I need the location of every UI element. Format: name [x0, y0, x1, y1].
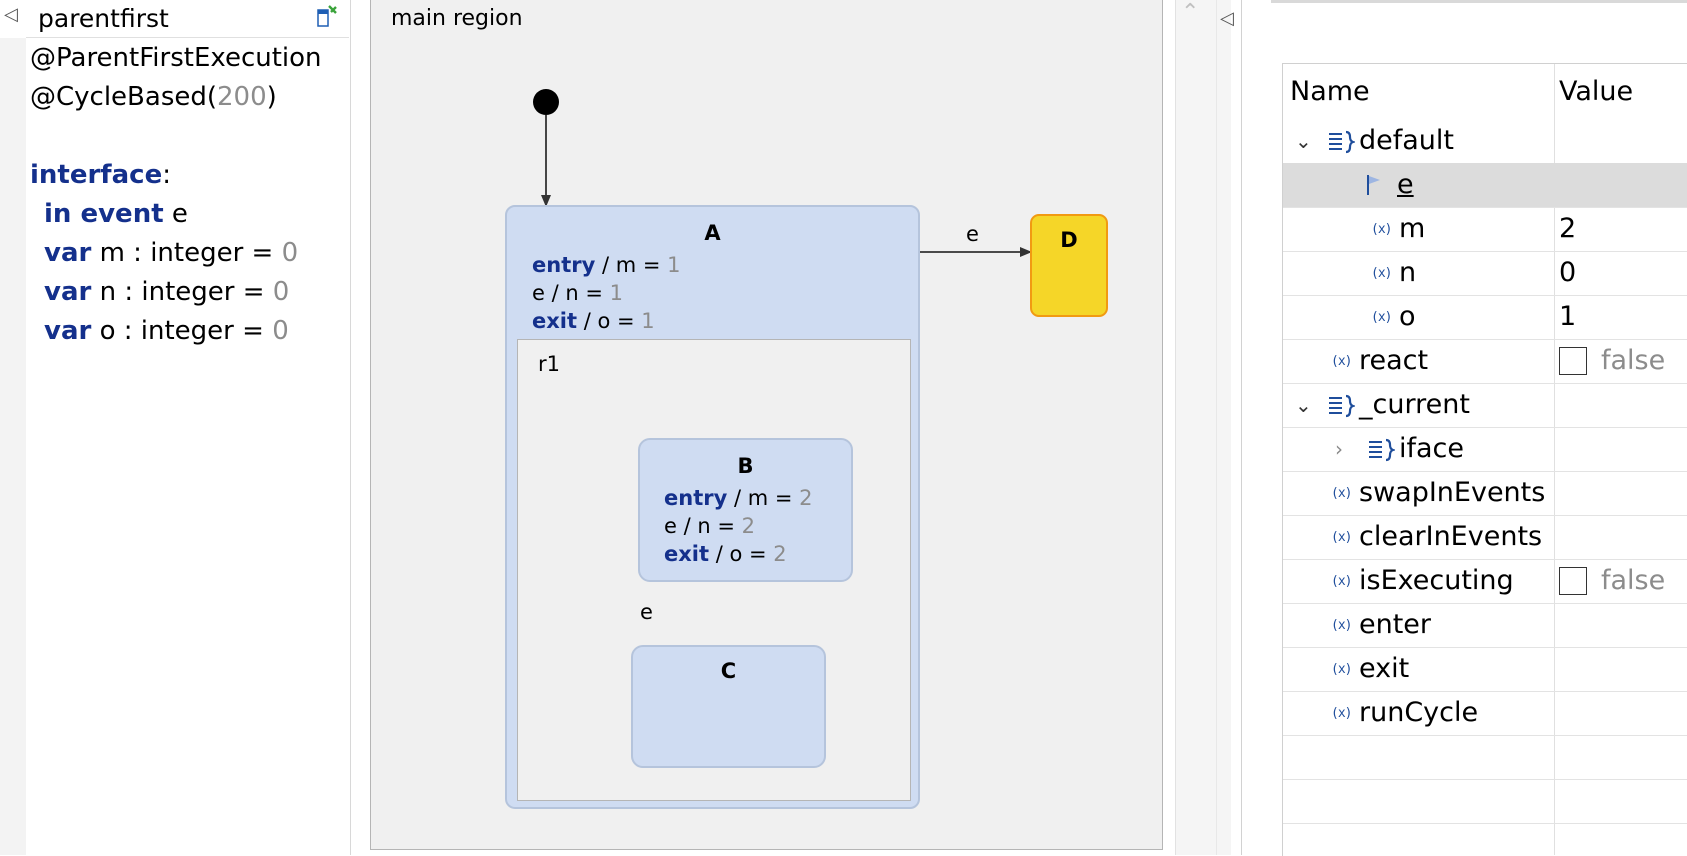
tree-row-m[interactable]: (x) m 2: [1283, 207, 1687, 252]
variable-icon: (x): [1371, 222, 1393, 237]
transition-B-C-label: e: [640, 600, 653, 624]
tree-row-iface[interactable]: › iface: [1283, 427, 1687, 472]
tree-row-label: iface: [1399, 433, 1465, 464]
tree-row-value: false: [1601, 345, 1666, 376]
variable-icon: (x): [1331, 574, 1353, 589]
variable-icon: (x): [1371, 266, 1393, 281]
state-C-name: C: [720, 659, 737, 683]
var-declaration-m: var m : integer = 0: [44, 238, 299, 268]
state-B-exit-action: exit / o = 2: [664, 542, 787, 566]
column-header-name[interactable]: Name: [1290, 76, 1370, 107]
isexecuting-checkbox[interactable]: [1559, 567, 1587, 595]
scroll-up-icon[interactable]: ⌃: [1181, 0, 1200, 25]
tree-row-label: n: [1399, 257, 1417, 288]
collapse-left-icon[interactable]: ◁: [4, 4, 18, 25]
state-B-local-reaction: e / n = 2: [664, 514, 755, 538]
scope-icon: [1329, 394, 1355, 418]
state-A-local-reaction: e / n = 1: [532, 281, 623, 305]
tree-row-label: exit: [1359, 653, 1410, 684]
tree-row-isexecuting[interactable]: (x) isExecuting false: [1283, 559, 1687, 604]
state-A-entry-action: entry / m = 1: [532, 253, 681, 277]
tree-row-label: clearInEvents: [1359, 521, 1543, 552]
state-B-entry-action: entry / m = 2: [664, 486, 813, 510]
transition-A-D-label: e: [966, 222, 979, 246]
event-declaration: in event e: [44, 199, 188, 229]
state-D-name: D: [1060, 228, 1078, 252]
tree-row-default[interactable]: ⌄ default: [1283, 119, 1687, 164]
scope-icon: [1369, 438, 1395, 462]
state-D-active[interactable]: D: [1030, 214, 1108, 317]
tree-row-label: _current: [1359, 389, 1470, 420]
event-flag-icon: [1367, 175, 1380, 195]
variable-icon: (x): [1331, 662, 1353, 677]
tree-row-label: enter: [1359, 609, 1432, 640]
chevron-down-icon[interactable]: ⌄: [1295, 393, 1312, 417]
tree-row-runcycle[interactable]: (x) runCycle: [1283, 691, 1687, 736]
tree-row-label: react: [1359, 345, 1429, 376]
tree-row-empty: [1283, 735, 1687, 780]
react-checkbox[interactable]: [1559, 347, 1587, 375]
tree-row-label: runCycle: [1359, 697, 1479, 728]
tree-row-swapinevents[interactable]: (x) swapInEvents: [1283, 471, 1687, 516]
pin-editor-icon[interactable]: [316, 4, 338, 28]
tree-row-label: o: [1399, 301, 1416, 332]
canvas-scrollbar[interactable]: [1175, 0, 1231, 855]
region-r1-label: r1: [538, 352, 560, 376]
main-region-label: main region: [391, 6, 523, 31]
state-C[interactable]: C: [631, 645, 826, 768]
tree-row-label: default: [1359, 125, 1455, 156]
variable-icon: (x): [1331, 486, 1353, 501]
tree-row-enter[interactable]: (x) enter: [1283, 603, 1687, 648]
chevron-right-icon[interactable]: ›: [1335, 437, 1343, 461]
variable-icon: (x): [1331, 618, 1353, 633]
var-declaration-o: var o : integer = 0: [44, 316, 289, 346]
tree-row-value[interactable]: 2: [1559, 213, 1577, 244]
initial-pseudostate-main: [533, 89, 559, 115]
tree-row-label: isExecuting: [1359, 565, 1514, 596]
tree-row-clearinevents[interactable]: (x) clearInEvents: [1283, 515, 1687, 560]
editor-gutter: [0, 38, 26, 855]
variable-icon: (x): [1331, 354, 1353, 369]
definition-panel: [0, 0, 351, 855]
interface-declaration: interface:: [30, 160, 171, 190]
tree-row-label[interactable]: e: [1397, 169, 1414, 200]
state-A-name: A: [704, 221, 721, 245]
variable-icon: (x): [1371, 310, 1393, 325]
column-header-value[interactable]: Value: [1559, 76, 1634, 107]
variable-icon: (x): [1331, 530, 1353, 545]
title-separator: [26, 37, 349, 38]
tree-row-value: false: [1601, 565, 1666, 596]
collapse-right-icon[interactable]: ◁: [1220, 8, 1234, 29]
tree-row-current[interactable]: ⌄ _current: [1283, 383, 1687, 428]
tree-row-value[interactable]: 0: [1559, 257, 1577, 288]
tree-row-react[interactable]: (x) react false: [1283, 339, 1687, 384]
statechart-title[interactable]: parentfirst: [38, 4, 169, 33]
tree-row-exit[interactable]: (x) exit: [1283, 647, 1687, 692]
divider: [1216, 0, 1217, 855]
tree-row-value[interactable]: 1: [1559, 301, 1577, 332]
state-B[interactable]: B entry / m = 2 e / n = 2 exit / o = 2: [638, 438, 853, 582]
panel-top-border: [1271, 0, 1687, 3]
variables-tree[interactable]: [1282, 63, 1687, 856]
scope-icon: [1329, 130, 1355, 154]
chevron-down-icon[interactable]: ⌄: [1295, 129, 1312, 153]
var-declaration-n: var n : integer = 0: [44, 277, 290, 307]
column-separator[interactable]: [1554, 64, 1555, 855]
tree-row-o[interactable]: (x) o 1: [1283, 295, 1687, 340]
tree-row-n[interactable]: (x) n 0: [1283, 251, 1687, 296]
variable-icon: (x): [1331, 706, 1353, 721]
annotation-parentfirst: @ParentFirstExecution: [30, 43, 322, 73]
divider: [1241, 0, 1242, 855]
state-A-exit-action: exit / o = 1: [532, 309, 655, 333]
tree-row-label: swapInEvents: [1359, 477, 1546, 508]
tree-row-empty: [1283, 779, 1687, 824]
annotation-cyclebased: @CycleBased(200): [30, 82, 277, 112]
tree-row-label: m: [1399, 213, 1426, 244]
tree-row-e[interactable]: e: [1283, 163, 1687, 208]
state-B-name: B: [737, 454, 754, 478]
